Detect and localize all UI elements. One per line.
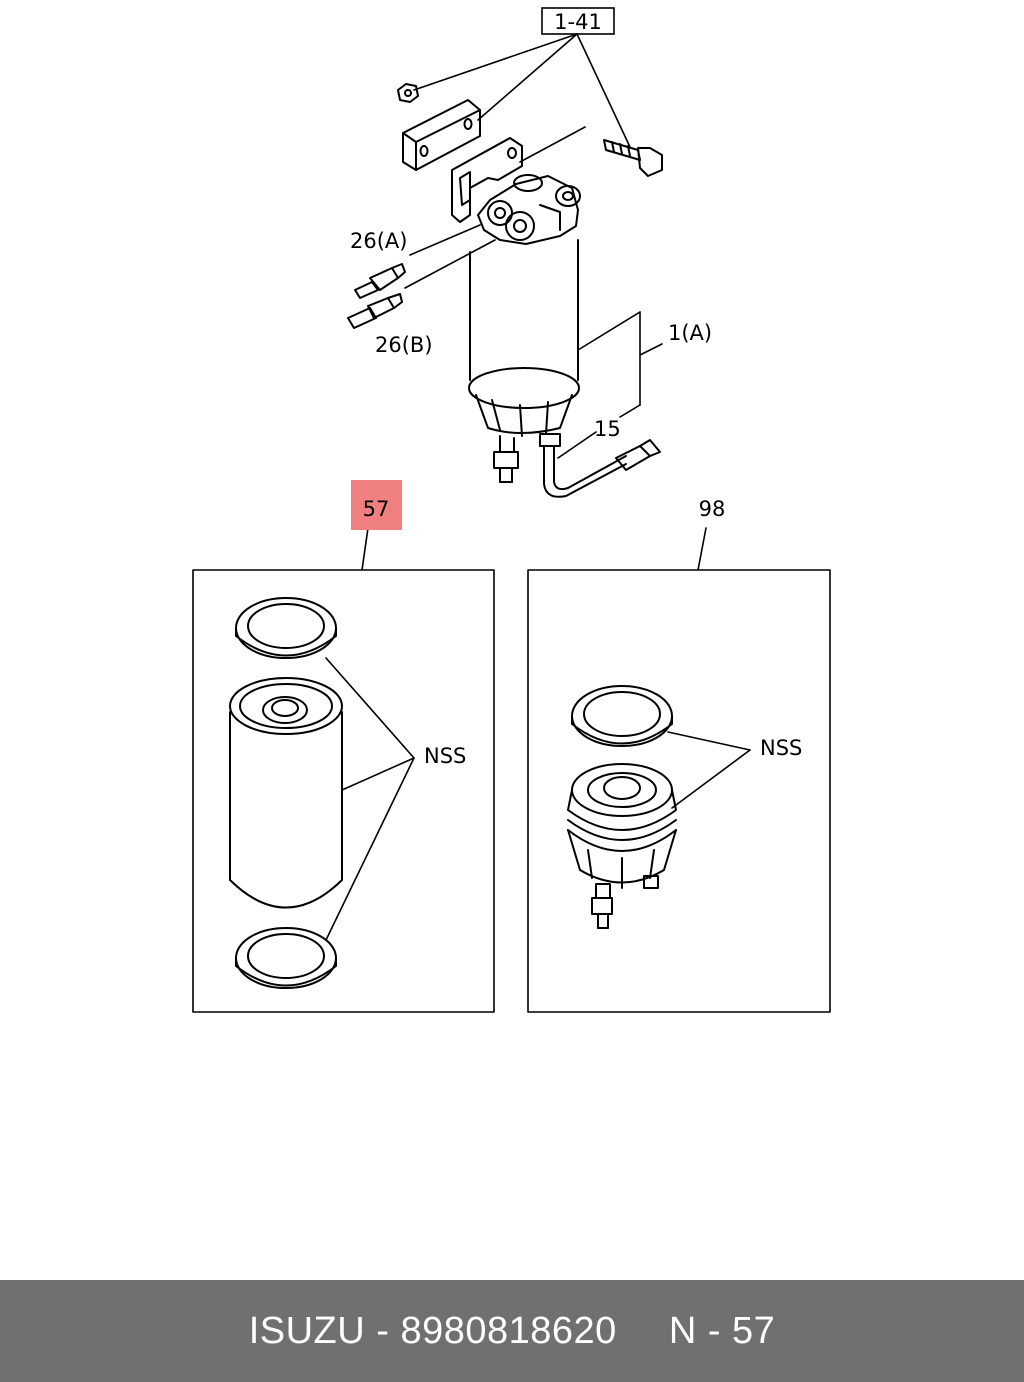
pad-drawing (402, 99, 481, 171)
fitting-26a-drawing (354, 263, 406, 299)
callout-part-57[interactable]: 57 (363, 497, 390, 521)
callout-nss-left: NSS (424, 744, 466, 768)
callout-part-26b[interactable]: 26(B) (375, 333, 433, 357)
filter-element-drawing (229, 677, 343, 909)
parts-diagram: 1-41 26(A) 26(B) 1(A) 15 57 98 NSS NSS (192, 7, 831, 1013)
kit-98-box (527, 527, 831, 1013)
callout-part-98[interactable]: 98 (699, 497, 726, 521)
nut-drawing (397, 83, 419, 103)
footer-reference: N - 57 (668, 1309, 776, 1352)
kit-57-box (192, 527, 495, 1013)
bolt-drawing (603, 139, 663, 177)
o-ring-bowl-drawing (571, 685, 673, 747)
filter-assembly-drawing (347, 83, 663, 498)
callout-part-26a[interactable]: 26(A) (350, 229, 407, 253)
o-ring-bottom-drawing (235, 927, 337, 989)
fitting-26b-drawing (347, 293, 403, 329)
callout-part-15[interactable]: 15 (594, 417, 621, 441)
callout-part-1a[interactable]: 1(A) (668, 321, 712, 345)
leader-lines-top (404, 33, 663, 459)
footer-brand-part-number: ISUZU - 8980818620 (248, 1309, 617, 1352)
filter-head-drawing (477, 174, 581, 245)
sensor-wire-drawing (543, 439, 661, 498)
bracket-drawing (451, 137, 523, 223)
part-57-highlight (351, 480, 402, 530)
filter-bowl-drawing (468, 239, 580, 483)
callout-ref-1-41[interactable]: 1-41 (554, 10, 602, 34)
callout-nss-right: NSS (760, 736, 802, 760)
bowl-drawing (567, 763, 677, 929)
ref-1-41-box (541, 7, 615, 35)
o-ring-top-drawing (235, 597, 337, 659)
footer-bar: ISUZU - 8980818620 N - 57 (0, 1280, 1024, 1382)
